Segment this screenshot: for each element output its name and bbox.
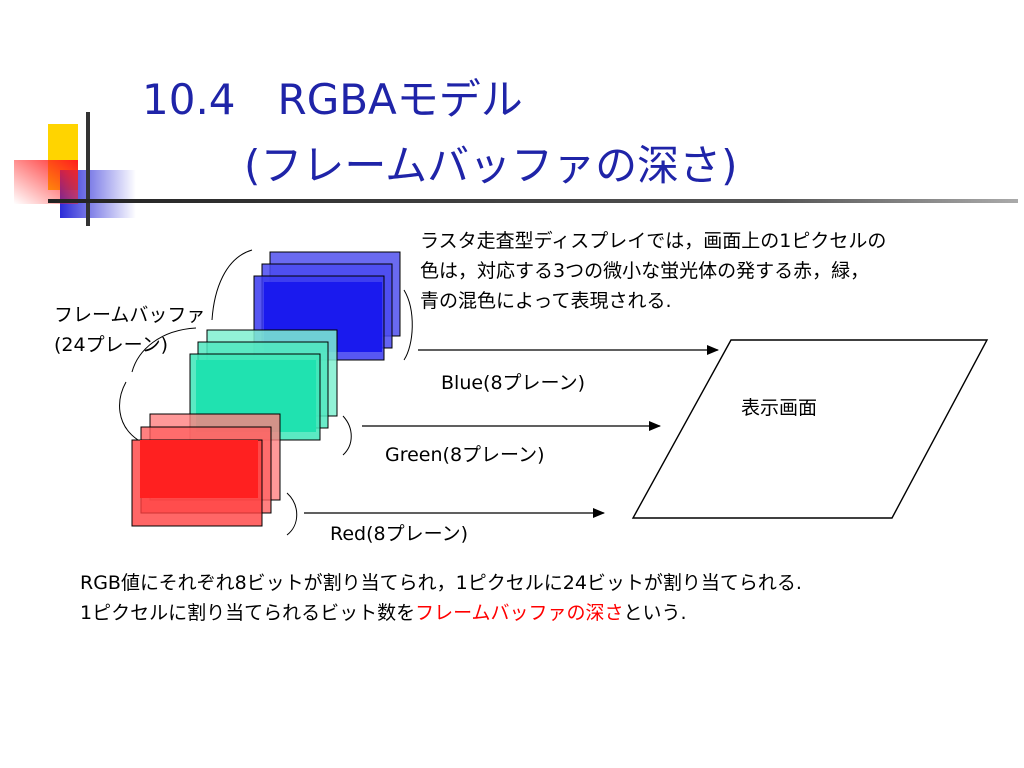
frame-buffer-label-line2: (24プレーン) (54, 334, 169, 356)
red-square (14, 160, 78, 204)
bottom-text-line2: 1ピクセルに割り当てられるビット数をフレームバッファの深さという. (80, 598, 802, 628)
right-brace-red (286, 492, 298, 536)
frame-buffer-label: フレームバッファ (24プレーン) (54, 300, 205, 360)
bottom-text-line2-suffix: という. (623, 602, 687, 624)
display-screen (631, 339, 989, 519)
right-brace-blue (403, 289, 413, 361)
horizontal-line (48, 199, 1018, 203)
left-brace-bottom (119, 381, 139, 441)
description-line3: 青の混色によって表現される. (420, 290, 672, 312)
frame-buffer-depth-highlight: フレームバッファの深さ (415, 602, 624, 624)
bottom-text-line1: RGB値にそれぞれ8ビットが割り当てられ，1ピクセルに24ビットが割り当てられる… (80, 572, 802, 594)
green-plane-label: Green(8プレーン) (385, 444, 545, 466)
bottom-text: RGB値にそれぞれ8ビットが割り当てられ，1ピクセルに24ビットが割り当てられる… (80, 568, 802, 628)
page-title-line1: 10.4 RGBAモデル (142, 75, 523, 124)
frame-buffer-label-line1: フレームバッファ (54, 304, 206, 326)
display-screen-label: 表示画面 (741, 397, 818, 419)
left-brace-mid (131, 327, 197, 373)
left-brace-top (211, 249, 253, 321)
title-decoration (14, 112, 1018, 226)
description-line1: ラスタ走査型ディスプレイでは，画面上の1ピクセルの (420, 230, 887, 252)
description-text: ラスタ走査型ディスプレイでは，画面上の1ピクセルの 色は，対応する3つの微小な蛍… (420, 226, 886, 316)
vertical-line (86, 112, 90, 226)
page-title-line2: (フレームバッファの深さ) (244, 141, 738, 190)
description-line2: 色は，対応する3つの微小な蛍光体の発する赤，緑， (420, 260, 870, 282)
red-plane-label: Red(8プレーン) (330, 523, 469, 545)
bottom-text-line2-prefix: 1ピクセルに割り当てられるビット数を (80, 602, 416, 624)
red-plane-stack (131, 413, 281, 527)
right-brace-green (342, 415, 352, 456)
blue-plane-label: Blue(8プレーン) (441, 372, 586, 394)
